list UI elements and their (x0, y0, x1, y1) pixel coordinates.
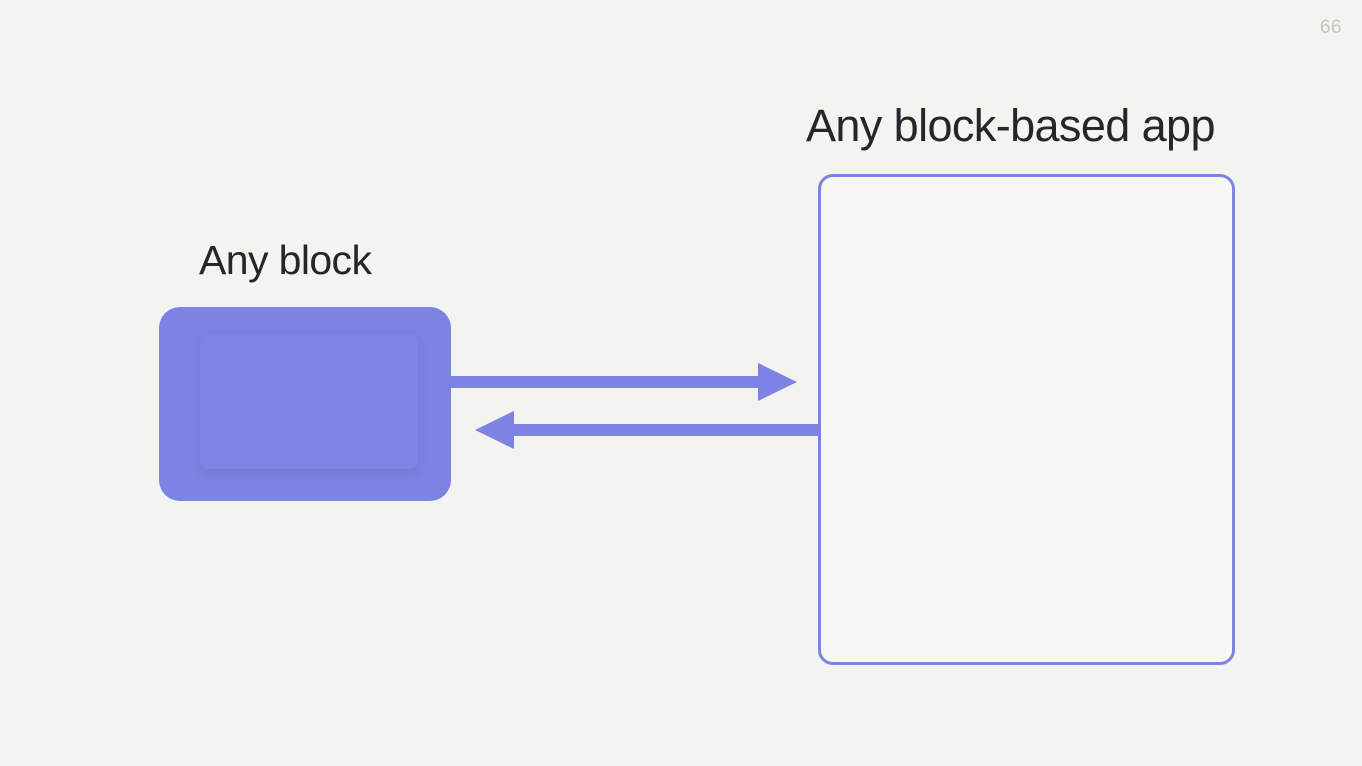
block-node-title: Any block (199, 237, 372, 283)
block-node-inner-surface (200, 334, 418, 469)
block-node (159, 307, 451, 501)
app-frame (818, 174, 1235, 665)
page-number: 66 (1319, 17, 1342, 38)
app-frame-title: Any block-based app (806, 100, 1215, 151)
arrow-app-to-block (475, 411, 818, 449)
arrow-block-to-app (451, 363, 797, 401)
